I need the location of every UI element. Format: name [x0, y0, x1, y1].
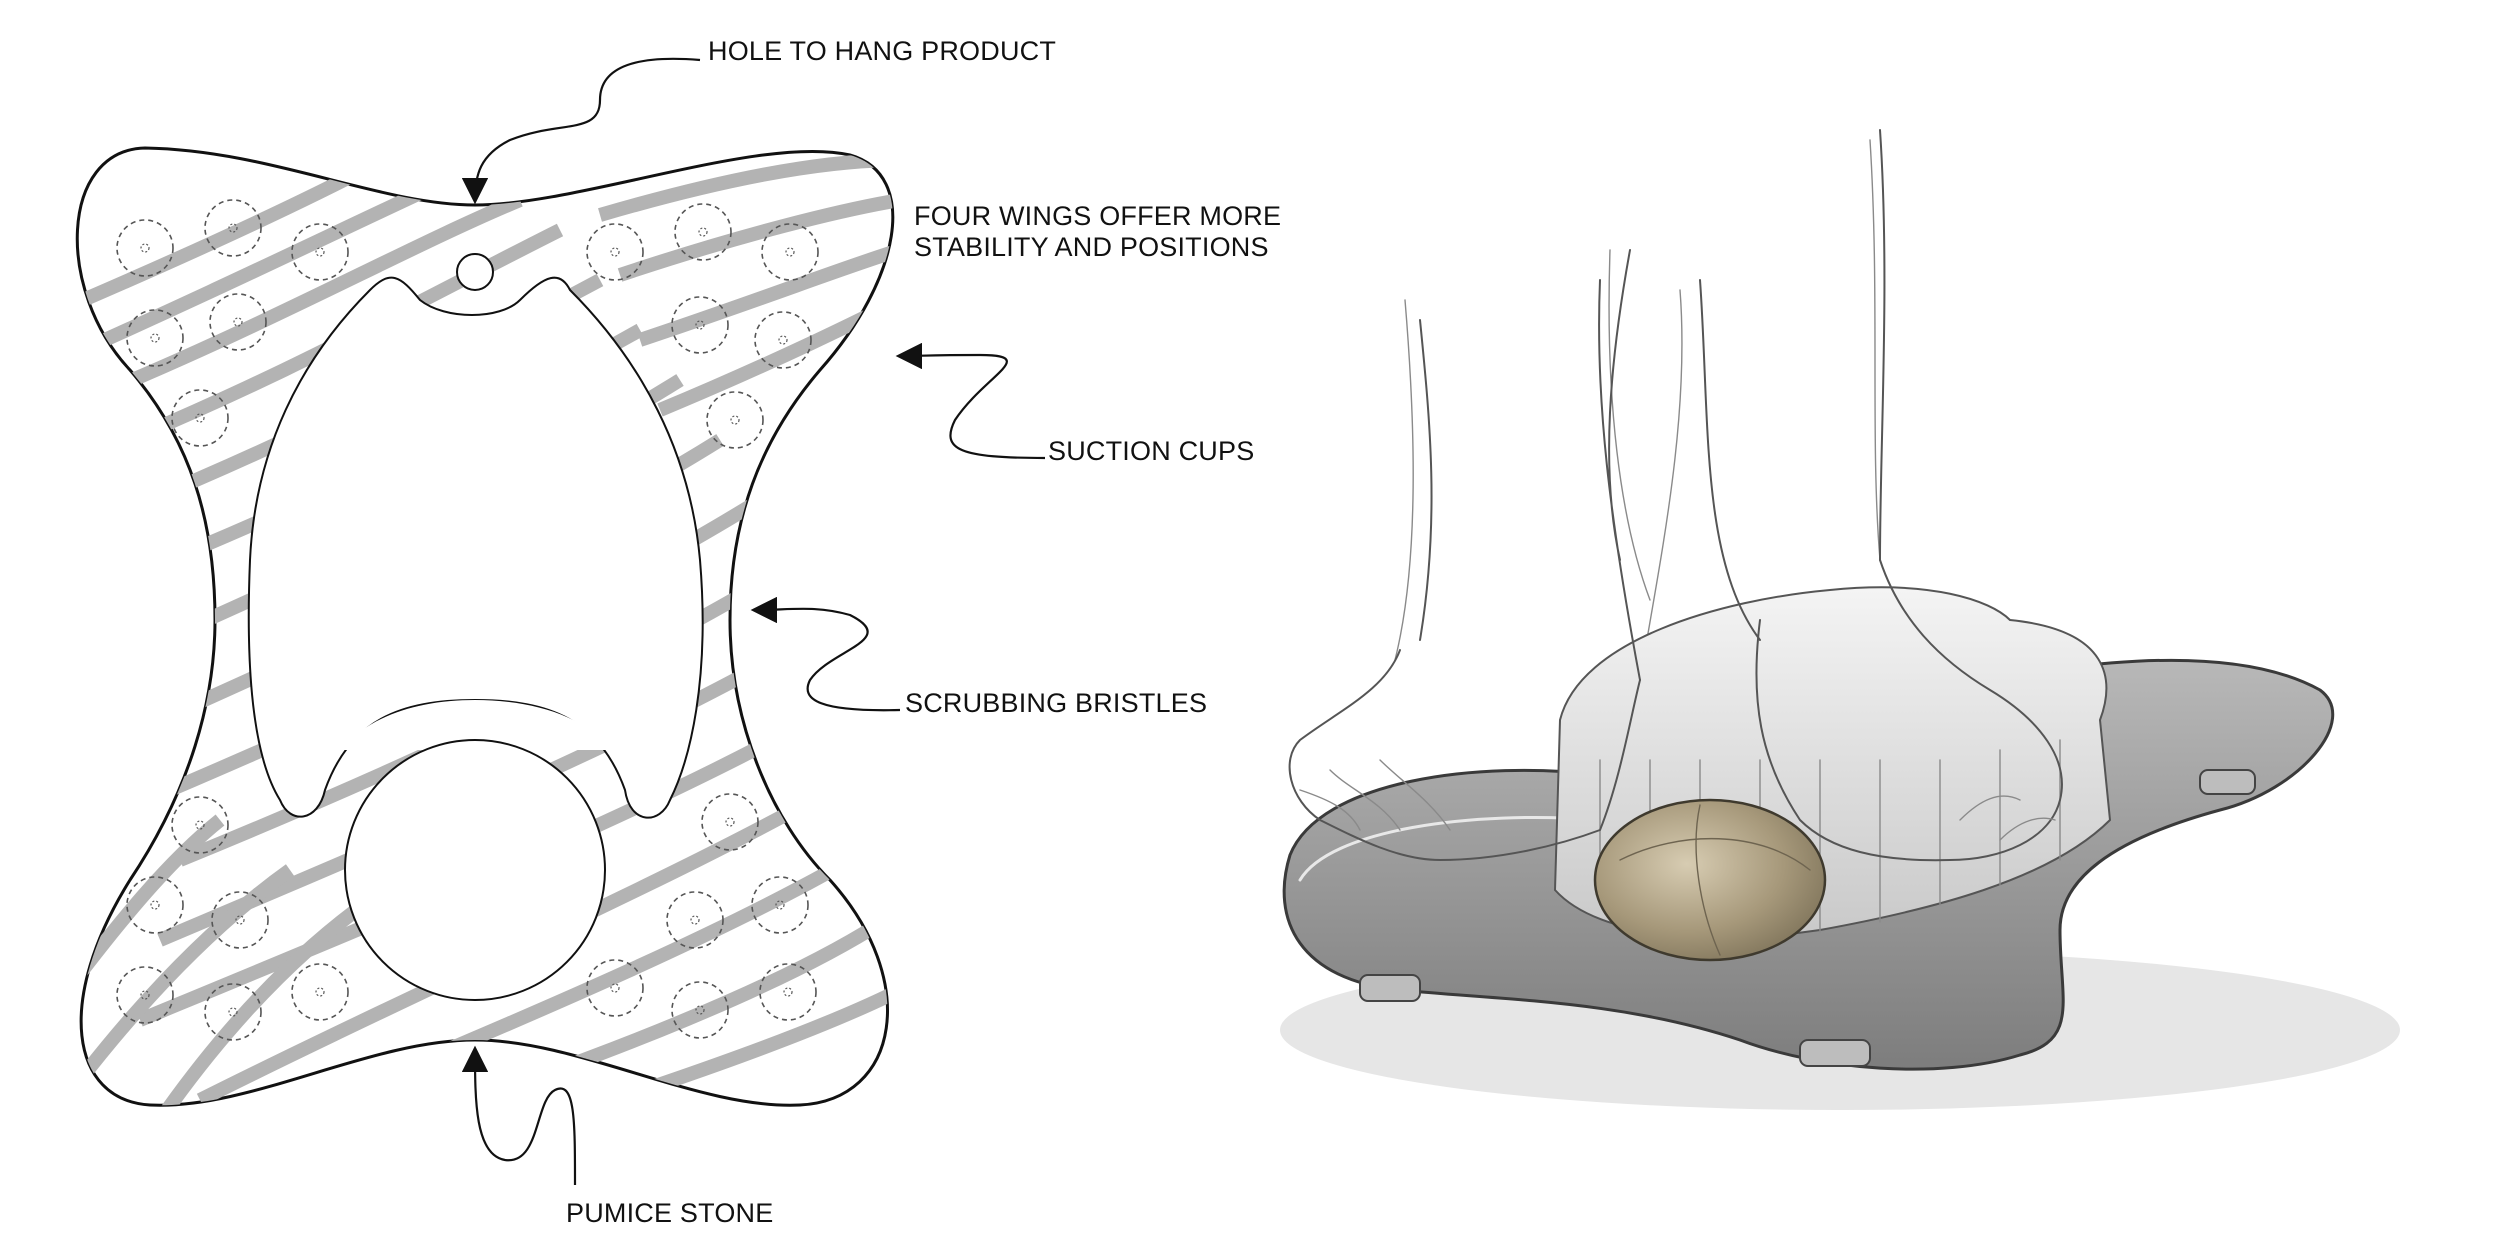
pumice-arrow [461, 1045, 577, 1186]
hang-hole [456, 253, 494, 291]
suction-arrow [895, 342, 1046, 460]
hole-arrow [461, 57, 701, 205]
sketch-right-foot [1755, 559, 2063, 862]
pumice-surround [340, 700, 610, 750]
bristles-arrow [750, 596, 901, 712]
sketch-left-foot [1288, 649, 1641, 861]
label-pumice: PUMICE STONE [566, 1198, 773, 1228]
suction-cups [116, 199, 819, 1041]
perspective-sketch [1280, 129, 2400, 1110]
sketch-legs [1419, 129, 1886, 681]
label-suction: SUCTION CUPS [1048, 436, 1254, 466]
pumice-stone-circle [344, 739, 606, 1001]
label-wings-2: STABILITY AND POSITIONS [914, 232, 1269, 262]
top-view-drawing [75, 57, 1046, 1186]
label-hole: HOLE TO HANG PRODUCT [708, 36, 1056, 66]
foot-platform [247, 276, 704, 819]
label-wings-1: FOUR WINGS OFFER MORE [914, 201, 1281, 231]
label-bristles: SCRUBBING BRISTLES [905, 688, 1207, 718]
sketch-pumice [1593, 798, 1827, 962]
